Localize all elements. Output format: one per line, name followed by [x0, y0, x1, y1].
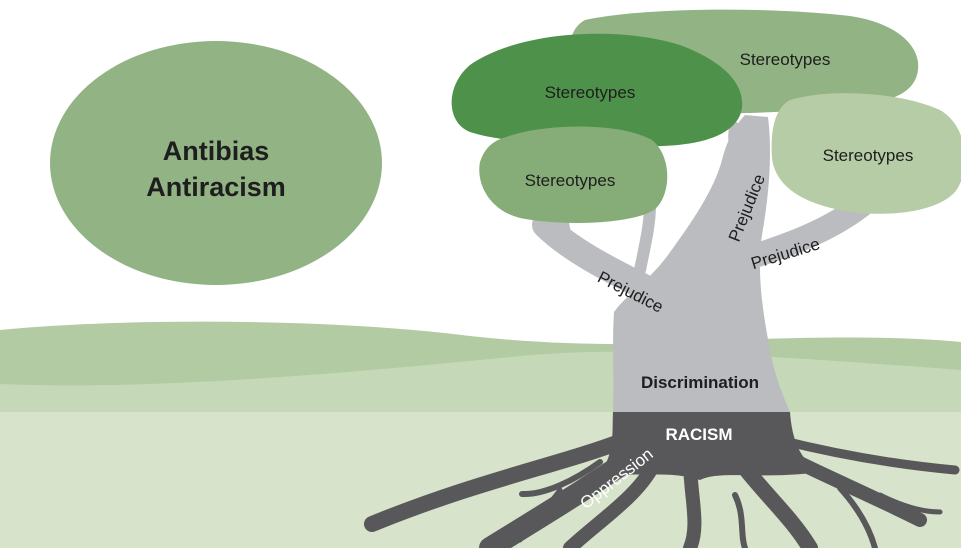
stereotypes-label-top-left: Stereotypes [545, 83, 636, 102]
stereotypes-label-right: Stereotypes [823, 146, 914, 165]
discrimination-label: Discrimination [641, 373, 759, 392]
stereotypes-label-top-right: Stereotypes [740, 50, 831, 69]
antibias-label: Antibias [163, 136, 270, 166]
racism-label: RACISM [665, 425, 732, 444]
antiracism-label: Antiracism [146, 172, 286, 202]
stereotypes-label-middle-left: Stereotypes [525, 171, 616, 190]
